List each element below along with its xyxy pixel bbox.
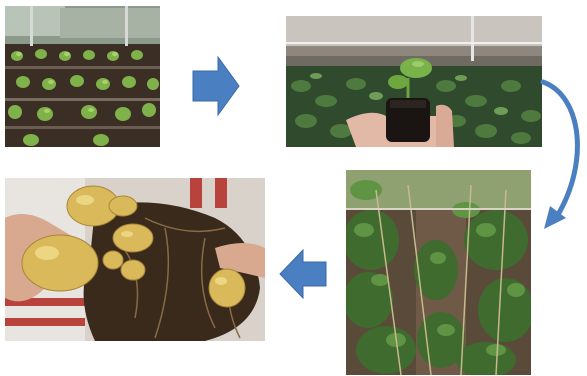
curved-arrow-down-icon [540, 78, 587, 236]
trellised-crop-photo [346, 170, 531, 375]
arrow-right-icon [192, 56, 240, 116]
transplant-plug-photo [286, 16, 542, 147]
seedling-bed-photo [5, 6, 160, 147]
harvested-potatoes-photo [5, 178, 265, 341]
arrow-left-icon [279, 249, 327, 299]
